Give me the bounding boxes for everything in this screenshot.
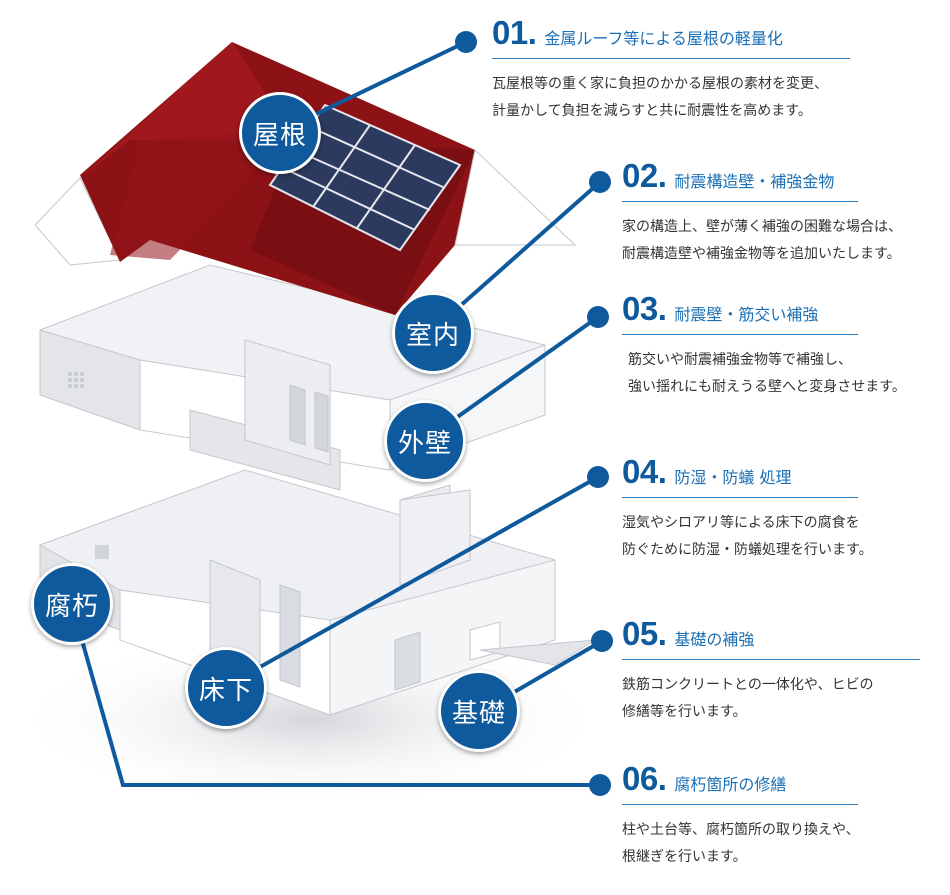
description-line: 根継ぎを行います。 [622, 849, 747, 865]
decay-connector-line [70, 604, 600, 787]
connector-dot-06 [589, 774, 611, 796]
description-line: 筋交いや耐震補強金物等で補強し、 [628, 352, 852, 368]
item-description: 家の構造上、壁が薄く補強の困難な場合は、 耐震構造壁や補強金物等を追加いたします… [622, 214, 940, 268]
item-description: 瓦屋根等の重く家に負担のかかる屋根の素材を変更、 計量かして負担を減らすと共に耐… [492, 71, 828, 125]
underfloor-badge: 床下 [185, 647, 267, 729]
item-title: 腐朽箇所の修繕 [674, 775, 787, 794]
item-number: 05. [622, 615, 667, 652]
item-title: 耐震構造壁・補強金物 [674, 172, 835, 191]
item-05: 05. 基礎の補強 鉄筋コンクリートとの一体化や、ヒビの 修繕等を行います。 [622, 615, 940, 726]
item-number: 02. [622, 157, 667, 194]
roof-badge: 屋根 [239, 92, 321, 174]
item-title: 基礎の補強 [674, 630, 755, 649]
interior-badge: 室内 [392, 292, 474, 374]
item-01: 01. 金属ルーフ等による屋根の軽量化 瓦屋根等の重く家に負担のかかる屋根の素材… [492, 14, 850, 125]
item-02: 02. 耐震構造壁・補強金物 家の構造上、壁が薄く補強の困難な場合は、 耐震構造… [622, 157, 940, 268]
connector-dot-05 [591, 630, 613, 652]
item-number: 04. [622, 453, 667, 490]
description-line: 柱や土台等、腐朽箇所の取り換えや、 [622, 822, 860, 838]
item-number: 06. [622, 760, 667, 797]
item-title: 耐震壁・筋交い補強 [674, 305, 819, 324]
connector-dot-03 [587, 306, 609, 328]
description-line: 防ぐために防湿・防蟻処理を行います。 [622, 542, 873, 558]
item-04: 04. 防湿・防蟻 処理 湿気やシロアリ等による床下の腐食を 防ぐために防湿・防… [622, 453, 940, 564]
item-title: 金属ルーフ等による屋根の軽量化 [544, 29, 783, 48]
description-line: 耐震構造壁や補強金物等を追加いたします。 [622, 246, 901, 262]
decay-badge: 腐朽 [31, 563, 113, 645]
description-line: 計量かして負担を減らすと共に耐震性を高めます。 [492, 103, 812, 119]
description-line: 家の構造上、壁が薄く補強の困難な場合は、 [622, 219, 902, 235]
connector-dot-02 [589, 171, 611, 193]
item-number: 03. [622, 290, 667, 327]
exterior-badge: 外壁 [384, 400, 466, 482]
item-description: 鉄筋コンクリートとの一体化や、ヒビの 修繕等を行います。 [622, 672, 940, 726]
description-line: 修繕等を行います。 [622, 704, 747, 720]
item-06: 06. 腐朽箇所の修繕 柱や土台等、腐朽箇所の取り換えや、 根継ぎを行います。 [622, 760, 940, 871]
foundation-badge: 基礎 [438, 670, 520, 752]
item-number: 01. [492, 14, 537, 51]
connector-dots [455, 31, 613, 796]
item-description: 湿気やシロアリ等による床下の腐食を 防ぐために防湿・防蟻処理を行います。 [622, 510, 940, 564]
description-line: 瓦屋根等の重く家に負担のかかる屋根の素材を変更、 [492, 76, 828, 92]
item-description: 柱や土台等、腐朽箇所の取り換えや、 根継ぎを行います。 [622, 817, 940, 871]
description-line: 強い揺れにも耐えうる壁へと変身させます。 [628, 379, 906, 395]
connector-dot-04 [587, 466, 609, 488]
underfloor-connector-line [227, 475, 599, 687]
item-title: 防湿・防蟻 処理 [674, 468, 792, 487]
description-line: 湿気やシロアリ等による床下の腐食を [622, 515, 860, 531]
connector-dot-01 [455, 31, 477, 53]
description-line: 鉄筋コンクリートとの一体化や、ヒビの [622, 677, 874, 693]
item-description: 筋交いや耐震補強金物等で補強し、 強い揺れにも耐えうる壁へと変身させます。 [622, 347, 940, 401]
item-03: 03. 耐震壁・筋交い補強 筋交いや耐震補強金物等で補強し、 強い揺れにも耐えう… [622, 290, 940, 401]
